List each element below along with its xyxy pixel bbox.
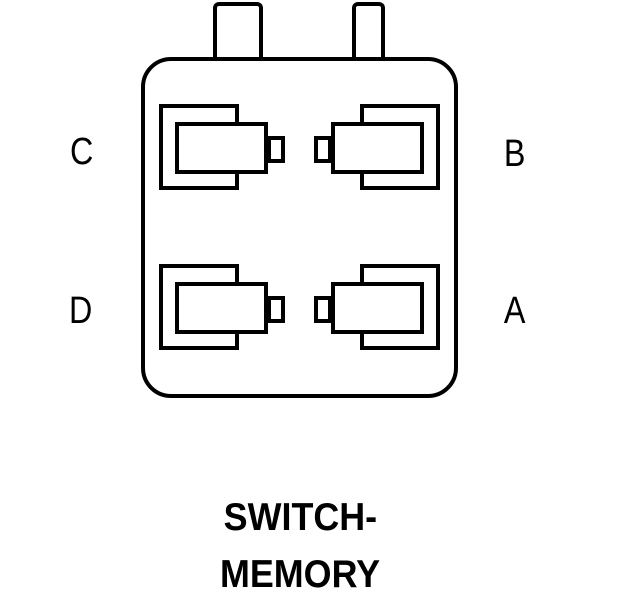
caption-line-1: SWITCH- (223, 496, 377, 539)
terminal-c-blade-shape (175, 122, 268, 174)
terminal-a (314, 264, 440, 350)
caption-line-2: MEMORY (219, 553, 381, 596)
mounting-tab-left (213, 2, 263, 57)
pin-label-d: D (69, 290, 93, 332)
terminal-b-nub-shape (314, 136, 332, 163)
terminal-c-nub-shape (267, 136, 285, 163)
terminal-c (159, 104, 285, 190)
terminal-d-nub-shape (267, 296, 285, 323)
terminal-d-blade-shape (175, 282, 268, 334)
component-caption: SWITCH- MEMORY (112, 498, 488, 595)
terminal-d (159, 264, 285, 350)
pin-label-a: A (504, 290, 526, 332)
pin-label-b: B (504, 133, 526, 175)
terminal-a-nub-shape (314, 296, 332, 323)
terminal-b (314, 104, 440, 190)
terminal-a-blade-shape (331, 282, 424, 334)
mounting-tab-right (352, 2, 385, 57)
terminal-b-blade-shape (331, 122, 424, 174)
pin-label-c: C (70, 131, 94, 173)
